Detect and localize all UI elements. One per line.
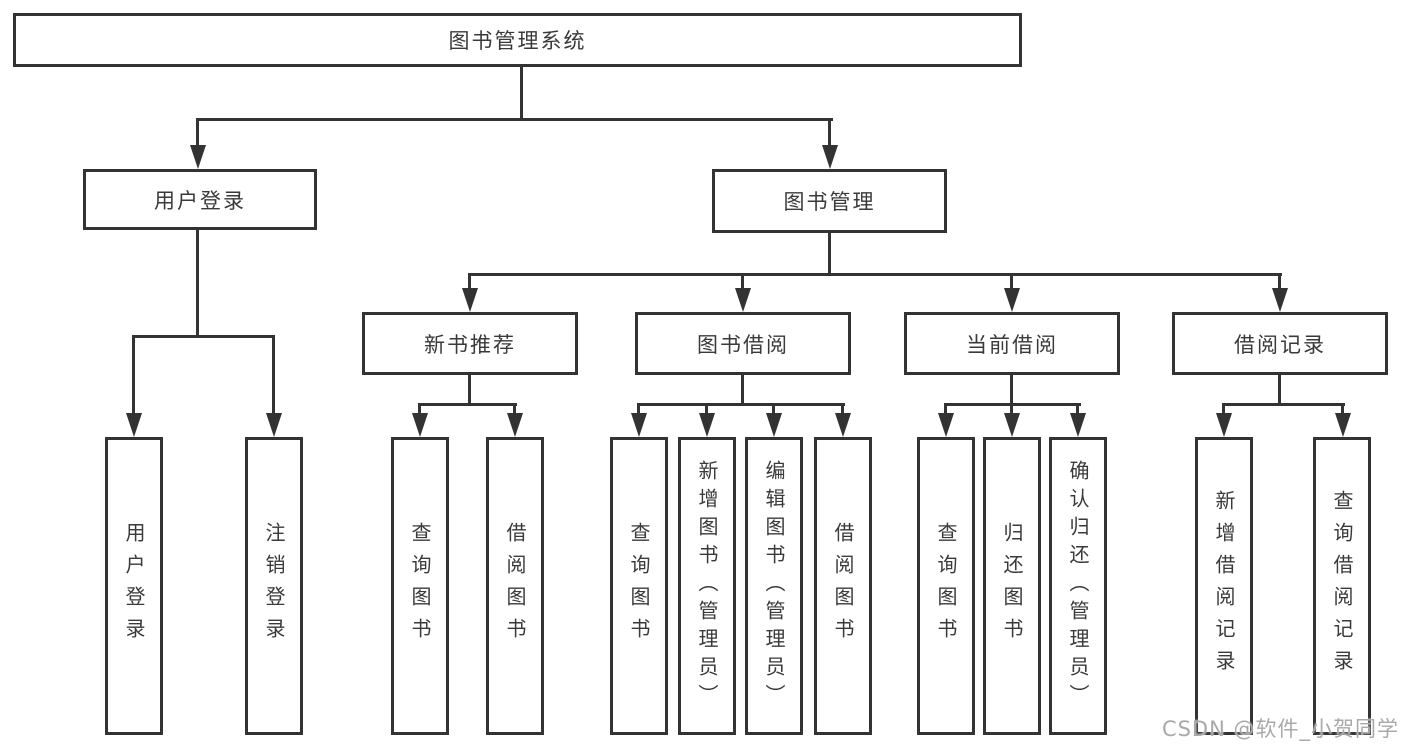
connector-root-bar — [196, 118, 833, 121]
leaf-return-books: 归还图书 — [983, 437, 1041, 735]
connector-book-borrow-bar — [637, 403, 845, 406]
node-library-management-system: 图书管理系统 — [13, 13, 1022, 67]
leaf-query-books-1: 查询图书 — [391, 437, 449, 735]
arrowhead-icon — [699, 413, 715, 437]
connector-book-borrow-stem — [741, 375, 744, 406]
node-label: 借阅记录 — [1234, 332, 1326, 357]
connector-drop-new-book — [468, 273, 471, 291]
connector-drop-book-borrow — [741, 273, 744, 291]
connector-user-login-stem — [196, 230, 199, 337]
leaf-borrow-books-1: 借阅图书 — [486, 437, 544, 735]
node-label: 图书管理系统 — [448, 29, 587, 53]
connector-drop-book-management — [828, 118, 831, 148]
arrowhead-icon — [126, 413, 142, 437]
leaf-edit-books-admin: 编辑图书（管理员） — [745, 437, 803, 735]
arrowhead-icon — [1335, 413, 1351, 437]
connector-root-stem — [520, 65, 523, 120]
arrowhead-icon — [412, 413, 428, 437]
node-label: 图书借阅 — [697, 332, 789, 357]
node-label: 确认归还（管理员） — [1066, 460, 1090, 712]
arrowhead-icon — [462, 288, 478, 312]
arrowhead-icon — [507, 413, 523, 437]
connector-drop-leaf — [1010, 403, 1013, 415]
leaf-borrow-books-2: 借阅图书 — [814, 437, 872, 735]
arrowhead-icon — [938, 413, 954, 437]
connector-drop-leaf — [272, 335, 275, 415]
node-label: 图书管理 — [783, 190, 876, 214]
leaf-query-books-2: 查询图书 — [610, 437, 668, 735]
leaf-user-login: 用户登录 — [105, 437, 163, 735]
connector-borrow-record-stem — [1278, 375, 1281, 406]
arrowhead-icon — [190, 145, 206, 169]
node-label: 借阅图书 — [831, 522, 855, 650]
node-book-management-branch: 图书管理 — [712, 169, 947, 233]
node-current-borrowing: 当前借阅 — [904, 312, 1120, 375]
arrowhead-icon — [1070, 413, 1086, 437]
arrowhead-icon — [1272, 288, 1288, 312]
leaf-add-books-admin: 新增图书（管理员） — [678, 437, 736, 735]
connector-drop-leaf — [1341, 403, 1344, 415]
node-label: 用户登录 — [122, 522, 146, 650]
connector-drop-current-borrow — [1010, 273, 1013, 291]
connector-book-mgmt-bar — [468, 273, 1282, 276]
leaf-confirm-return-admin: 确认归还（管理员） — [1049, 437, 1107, 735]
node-user-login-branch: 用户登录 — [83, 169, 317, 230]
node-label: 查询图书 — [408, 522, 432, 650]
arrowhead-icon — [1004, 413, 1020, 437]
arrowhead-icon — [766, 413, 782, 437]
arrowhead-icon — [1004, 288, 1020, 312]
connector-drop-leaf — [132, 335, 135, 415]
node-label: 用户登录 — [154, 188, 246, 213]
node-new-book-recommendation: 新书推荐 — [362, 312, 578, 375]
connector-current-borrow-stem — [1010, 375, 1013, 406]
connector-drop-leaf — [772, 403, 775, 415]
arrowhead-icon — [631, 413, 647, 437]
connector-user-login-bar — [132, 335, 275, 338]
arrowhead-icon — [835, 413, 851, 437]
node-book-borrowing: 图书借阅 — [635, 312, 851, 375]
connector-drop-user-login — [196, 118, 199, 148]
connector-drop-borrow-record — [1278, 273, 1281, 291]
node-label: 查询图书 — [627, 522, 651, 650]
leaf-add-borrow-record: 新增借阅记录 — [1195, 437, 1253, 735]
connector-drop-leaf — [513, 403, 516, 415]
connector-book-mgmt-stem — [828, 233, 831, 275]
csdn-watermark: CSDN @软件_小贺同学 — [1161, 717, 1399, 741]
connector-drop-leaf — [418, 403, 421, 415]
connector-drop-leaf — [705, 403, 708, 415]
arrowhead-icon — [266, 413, 282, 437]
connector-drop-leaf — [637, 403, 640, 415]
connector-drop-leaf — [944, 403, 947, 415]
leaf-query-borrow-record: 查询借阅记录 — [1313, 437, 1371, 735]
leaf-query-books-3: 查询图书 — [917, 437, 975, 735]
node-label: 查询借阅记录 — [1330, 490, 1354, 682]
node-label: 当前借阅 — [966, 332, 1058, 357]
connector-borrow-record-bar — [1222, 403, 1345, 406]
arrowhead-icon — [735, 288, 751, 312]
node-label: 借阅图书 — [503, 522, 527, 650]
node-label: 新书推荐 — [424, 332, 516, 357]
connector-new-book-stem — [468, 375, 471, 406]
connector-drop-leaf — [841, 403, 844, 415]
connector-drop-leaf — [1222, 403, 1225, 415]
leaf-logout: 注销登录 — [245, 437, 303, 735]
node-label: 注销登录 — [262, 522, 286, 650]
node-label: 归还图书 — [1000, 522, 1024, 650]
node-label: 新增图书（管理员） — [695, 460, 719, 712]
node-borrowing-records: 借阅记录 — [1172, 312, 1388, 375]
node-label: 新增借阅记录 — [1212, 490, 1236, 682]
connector-drop-leaf — [1076, 403, 1079, 415]
node-label: 查询图书 — [934, 522, 958, 650]
node-label: 编辑图书（管理员） — [762, 460, 786, 712]
arrowhead-icon — [1216, 413, 1232, 437]
connector-new-book-bar — [418, 403, 517, 406]
arrowhead-icon — [822, 145, 838, 169]
